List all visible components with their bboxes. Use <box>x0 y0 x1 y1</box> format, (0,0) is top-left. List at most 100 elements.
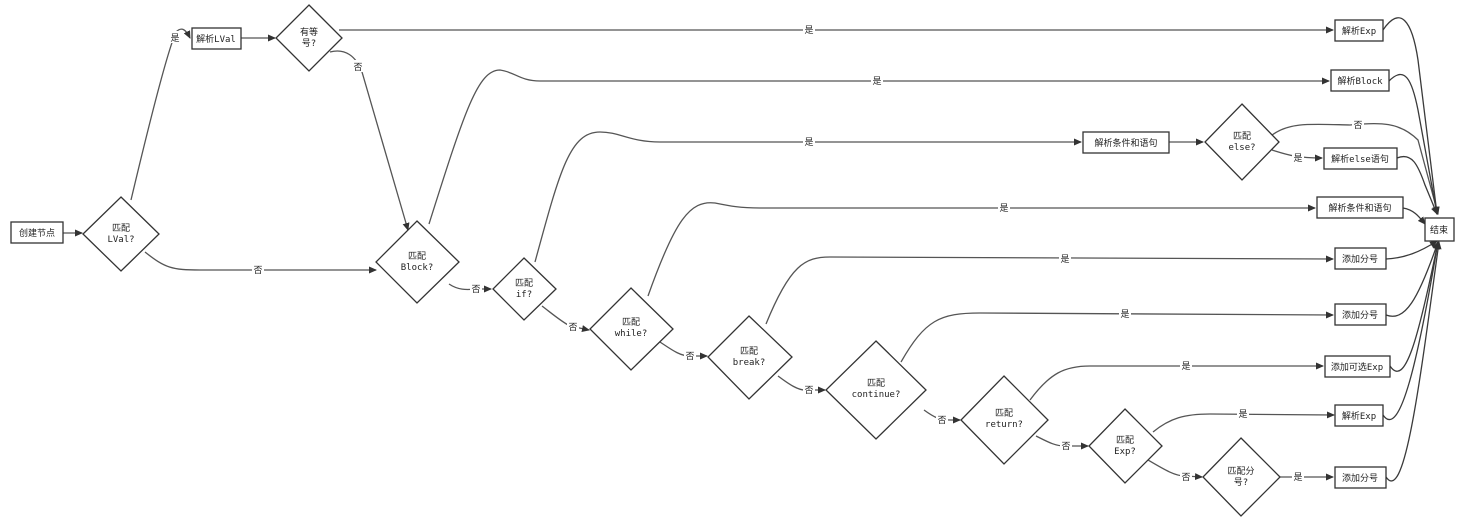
edge-label-yes: 是 <box>871 75 883 87</box>
svg-text:匹配: 匹配 <box>1116 435 1134 446</box>
svg-text:匹配: 匹配 <box>740 346 758 357</box>
node-end: 结束 <box>1424 217 1455 242</box>
svg-text:添加可选Exp: 添加可选Exp <box>1331 361 1383 373</box>
edge-label-no: 否 <box>936 414 948 426</box>
edge-match-break-no <box>777 375 826 394</box>
svg-text:添加分号: 添加分号 <box>1342 310 1378 321</box>
edge-parse-cond-2-to-end <box>1402 207 1426 225</box>
svg-text:解析条件和语句: 解析条件和语句 <box>1094 137 1157 149</box>
node-parse-block: 解析Block <box>1330 69 1390 92</box>
svg-text:是: 是 <box>170 33 179 44</box>
edge-has-eq-yes <box>338 26 1334 34</box>
svg-text:匹配: 匹配 <box>515 278 533 289</box>
edge-match-while-yes <box>647 202 1316 297</box>
decision-match-semicolon: 匹配分 号? <box>1202 437 1281 517</box>
svg-text:LVal?: LVal? <box>107 235 134 245</box>
svg-text:添加分号: 添加分号 <box>1342 473 1378 484</box>
svg-text:return?: return? <box>985 420 1023 430</box>
node-parse-cond-1: 解析条件和语句 <box>1082 131 1170 154</box>
edge-match-continue-yes <box>900 311 1334 363</box>
svg-text:号?: 号? <box>1234 477 1248 488</box>
svg-text:是: 是 <box>1238 409 1247 420</box>
svg-text:解析Exp: 解析Exp <box>1342 410 1376 422</box>
svg-text:匹配: 匹配 <box>867 378 885 389</box>
edge-label-no: 否 <box>803 384 815 396</box>
decision-match-if: 匹配 if? <box>492 257 557 321</box>
svg-text:是: 是 <box>804 25 813 36</box>
node-parse-exp-2: 解析Exp <box>1334 404 1384 427</box>
svg-text:Exp?: Exp? <box>1114 447 1136 457</box>
node-parse-cond-2: 解析条件和语句 <box>1316 196 1404 219</box>
svg-text:匹配: 匹配 <box>112 223 130 234</box>
svg-text:if?: if? <box>516 290 532 300</box>
svg-text:否: 否 <box>937 415 946 426</box>
edge-label-yes: 是 <box>1119 308 1131 320</box>
svg-text:是: 是 <box>1293 153 1302 164</box>
decision-match-continue: 匹配 continue? <box>825 340 927 440</box>
node-parse-else: 解析else语句 <box>1323 147 1398 170</box>
svg-text:解析Block: 解析Block <box>1337 75 1383 87</box>
svg-text:else?: else? <box>1228 143 1255 153</box>
edge-labels: 是 是 否 否 是 否 是 否 是 否 是 否 是 否 是 否 是 否 是 否 … <box>169 24 1364 483</box>
edge-label-yes: 是 <box>998 202 1010 214</box>
svg-text:是: 是 <box>1181 361 1190 372</box>
svg-text:Block?: Block? <box>401 263 434 273</box>
node-add-semicolon-3: 添加分号 <box>1334 466 1387 489</box>
edge-label-yes: 是 <box>803 24 815 36</box>
edge-add-opt-exp-to-end <box>1389 241 1441 372</box>
decision-match-block: 匹配 Block? <box>375 220 460 304</box>
edge-add-semi-1-to-end <box>1385 240 1438 260</box>
svg-text:break?: break? <box>733 358 766 368</box>
svg-text:匹配: 匹配 <box>1233 131 1251 142</box>
edge-parse-block-to-end <box>1388 74 1440 215</box>
edge-match-exp-yes <box>1152 411 1335 433</box>
edge-label-no: 否 <box>1060 440 1072 452</box>
svg-text:结束: 结束 <box>1430 224 1448 236</box>
decision-match-exp: 匹配 Exp? <box>1088 408 1163 484</box>
svg-text:是: 是 <box>872 76 881 87</box>
svg-text:否: 否 <box>471 284 480 295</box>
edge-add-semi-3-to-end <box>1385 241 1442 482</box>
svg-text:解析LVal: 解析LVal <box>196 33 236 45</box>
svg-text:否: 否 <box>1061 441 1070 452</box>
edge-match-return-yes <box>1029 362 1324 401</box>
svg-text:添加分号: 添加分号 <box>1342 254 1378 265</box>
node-add-semicolon-2: 添加分号 <box>1334 303 1387 326</box>
node-parse-exp-1: 解析Exp <box>1334 19 1384 42</box>
edge-parse-exp-1-to-end <box>1382 17 1440 215</box>
svg-text:匹配: 匹配 <box>408 251 426 262</box>
edge-match-block-yes <box>428 69 1330 225</box>
node-add-semicolon-1: 添加分号 <box>1334 247 1387 270</box>
svg-text:是: 是 <box>1293 472 1302 483</box>
decision-match-else: 匹配 else? <box>1204 103 1280 181</box>
svg-text:否: 否 <box>804 385 813 396</box>
svg-text:否: 否 <box>1181 472 1190 483</box>
edge-match-break-yes <box>765 255 1334 325</box>
svg-text:否: 否 <box>253 265 262 276</box>
node-create-label: 创建节点 <box>19 227 55 239</box>
nodes: 创建节点 匹配 LVal? 解析LVal 有等 号? 解析Exp 匹配 B <box>10 4 1455 517</box>
edge-label-no: 否 <box>470 283 482 295</box>
edge-has-eq-no <box>329 50 410 231</box>
svg-text:匹配: 匹配 <box>995 408 1013 419</box>
svg-text:否: 否 <box>1353 120 1362 131</box>
edge-match-if-yes <box>534 131 1082 263</box>
svg-text:有等: 有等 <box>300 26 318 38</box>
decision-has-equals: 有等 号? <box>275 4 343 72</box>
svg-text:否: 否 <box>685 351 694 362</box>
edge-match-else-no <box>1271 122 1440 215</box>
edge-match-while-no <box>659 341 708 360</box>
svg-text:解析条件和语句: 解析条件和语句 <box>1328 202 1391 214</box>
svg-text:匹配分: 匹配分 <box>1227 466 1254 477</box>
edge-label-no: 否 <box>684 350 696 362</box>
edge-match-lval-yes <box>130 28 191 201</box>
edge-label-yes: 是 <box>169 31 181 44</box>
edge-label-yes: 是 <box>1180 360 1192 372</box>
decision-match-return: 匹配 return? <box>960 375 1049 465</box>
svg-text:否: 否 <box>353 62 362 73</box>
edges <box>63 17 1442 482</box>
decision-match-while: 匹配 while? <box>589 287 674 371</box>
edge-match-lval-no <box>144 251 377 274</box>
svg-text:是: 是 <box>1060 254 1069 265</box>
edge-label-no: 否 <box>1180 471 1192 483</box>
